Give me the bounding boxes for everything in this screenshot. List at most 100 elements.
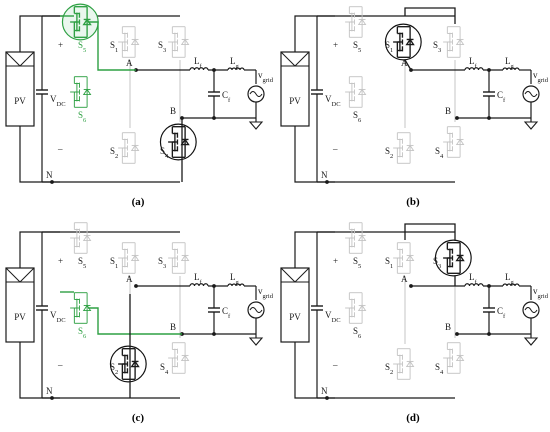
lf-label: Lf	[194, 272, 203, 286]
plus-sign: +	[333, 40, 338, 50]
s5-label: S5	[78, 40, 86, 54]
active-path	[404, 7, 456, 24]
s6-switch	[69, 76, 91, 108]
ground-icon	[248, 121, 264, 130]
lg-label: Lg	[505, 272, 515, 286]
s6-label: S6	[78, 326, 87, 340]
vdc-label: VDC	[50, 94, 66, 108]
s2-switch	[392, 132, 414, 164]
node-a-label: A	[126, 274, 133, 284]
conducting-switch-ring	[434, 239, 472, 277]
pv-label: PV	[14, 96, 26, 106]
node-a-label: A	[401, 58, 408, 68]
conducting-switch-ring	[384, 23, 422, 61]
s4-switch	[442, 342, 464, 374]
s6-label: S6	[78, 110, 87, 124]
node-a-label: A	[126, 58, 133, 68]
s4-switch	[159, 123, 197, 161]
node-b-label: B	[445, 322, 451, 332]
dc-positive-rail	[294, 231, 335, 268]
lg-label: Lg	[230, 272, 240, 286]
pv-symbol-line	[5, 267, 21, 283]
ground-icon	[523, 337, 539, 346]
s2-switch	[392, 348, 414, 380]
node-n-label: N	[321, 386, 328, 396]
s1-switch	[384, 23, 422, 61]
s4-switch	[442, 126, 464, 158]
minus-sign: –	[57, 144, 63, 154]
s3-label: S3	[433, 256, 441, 270]
node-a-label: A	[401, 274, 408, 284]
s2-label: S2	[110, 362, 118, 376]
vgrid-label: vgrid	[533, 70, 549, 84]
pv-module	[280, 267, 310, 343]
cf-label: Cf	[497, 306, 506, 320]
pv-module	[5, 51, 35, 127]
node-n-label: N	[321, 170, 328, 180]
s5-label: S5	[78, 256, 86, 270]
pv-label: PV	[289, 96, 301, 106]
plus-sign: +	[58, 40, 63, 50]
s2-switch	[117, 132, 139, 164]
active-path	[88, 307, 182, 335]
s3-label: S3	[433, 40, 441, 54]
panel-caption: (a)	[132, 196, 145, 208]
s2-label: S2	[385, 146, 393, 160]
dc-positive-rail	[19, 15, 60, 52]
vgrid-label: vgrid	[258, 70, 274, 84]
s1-switch	[117, 26, 139, 58]
vdc-label: VDC	[325, 94, 341, 108]
dc-negative-rail	[294, 126, 335, 183]
lf-inductor	[189, 283, 209, 287]
lf-label: Lf	[469, 56, 478, 70]
cf-label: Cf	[222, 306, 231, 320]
s2-label: S2	[385, 362, 393, 376]
plus-sign: +	[333, 256, 338, 266]
vdc-label: VDC	[325, 310, 341, 324]
minus-sign: –	[332, 144, 338, 154]
s3-switch	[167, 26, 189, 58]
s4-switch	[167, 342, 189, 374]
s6-switch	[69, 292, 91, 324]
node-n-label: N	[46, 386, 53, 396]
sine-icon	[249, 91, 263, 97]
panel-caption: (c)	[132, 412, 145, 424]
sine-icon	[249, 307, 263, 313]
lg-inductor	[502, 283, 520, 287]
minus-sign: –	[332, 360, 338, 370]
panel-caption: (d)	[406, 412, 420, 424]
node-b-label: B	[170, 322, 176, 332]
lg-inductor	[227, 67, 245, 71]
lf-label: Lf	[194, 56, 203, 70]
ground-icon	[248, 337, 264, 346]
s1-switch	[392, 242, 414, 274]
dc-negative-rail	[19, 126, 60, 183]
s5-switch	[69, 222, 91, 254]
s6-label: S6	[353, 110, 362, 124]
s5-label: S5	[353, 256, 361, 270]
sine-icon	[524, 91, 538, 97]
pv-label: PV	[289, 312, 301, 322]
node-dot	[325, 180, 329, 184]
lg-inductor	[227, 283, 245, 287]
dc-negative-rail	[19, 342, 60, 399]
pv-symbol-line	[280, 267, 296, 283]
s4-label: S4	[435, 146, 444, 160]
plus-sign: +	[58, 256, 63, 266]
s6-switch	[344, 292, 366, 324]
minus-sign: –	[57, 360, 63, 370]
sine-icon	[524, 307, 538, 313]
node-dot	[50, 396, 54, 400]
dc-negative-rail	[294, 342, 335, 399]
vgrid-label: vgrid	[258, 286, 274, 300]
pv-symbol-line	[5, 51, 21, 67]
lf-inductor	[464, 283, 484, 287]
node-n-label: N	[46, 170, 53, 180]
s5-label: S5	[353, 40, 361, 54]
cf-label: Cf	[497, 90, 506, 104]
panel-caption: (b)	[406, 196, 420, 208]
